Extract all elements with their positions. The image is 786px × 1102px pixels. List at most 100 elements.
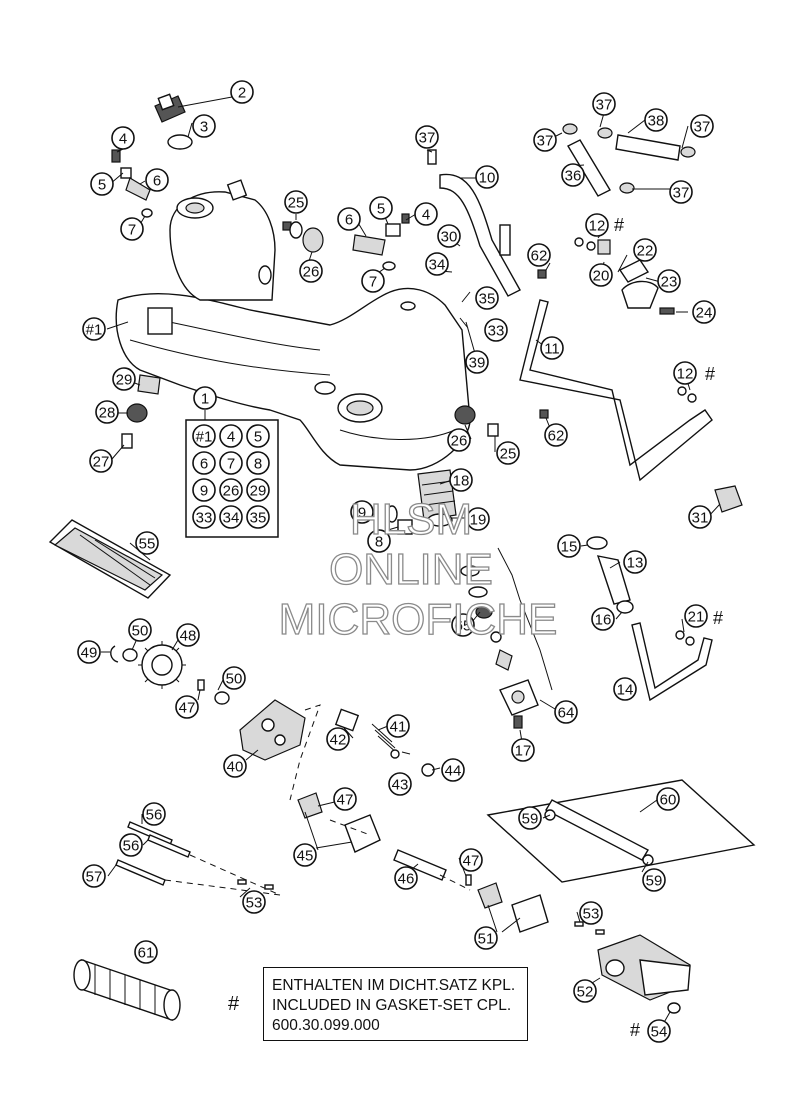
callout-circle bbox=[145, 168, 169, 192]
callout-circle bbox=[246, 451, 270, 475]
callout-25: 25 bbox=[284, 190, 308, 214]
callout-circle bbox=[573, 979, 597, 1003]
callout-5: 5 bbox=[90, 172, 114, 196]
callout-14: 14 bbox=[613, 677, 637, 701]
callout-52: 52 bbox=[573, 979, 597, 1003]
callout-circle bbox=[192, 478, 216, 502]
oil-tank-frame-drawing bbox=[115, 179, 471, 471]
callout-circle bbox=[112, 367, 136, 391]
callout-circle bbox=[82, 317, 106, 341]
callout-31: 31 bbox=[688, 505, 712, 529]
kit-item-4: 4 bbox=[219, 424, 243, 448]
callout-circle bbox=[284, 190, 308, 214]
upper-hoses-drawing bbox=[427, 123, 696, 297]
callout-circle bbox=[111, 126, 135, 150]
callout-number: 7 bbox=[227, 456, 235, 473]
watermark-line-3: MICROFICHE bbox=[279, 595, 558, 644]
callout-56: 56 bbox=[119, 833, 143, 857]
callout-30: 30 bbox=[437, 224, 461, 248]
callout-61: 61 bbox=[134, 940, 158, 964]
callout-25: 25 bbox=[496, 441, 520, 465]
callout-circle bbox=[475, 286, 499, 310]
left-fittings-drawing bbox=[111, 149, 153, 218]
callout-56: 56 bbox=[142, 802, 166, 826]
callout-23: 23 bbox=[657, 269, 681, 293]
callout-number: 23 bbox=[661, 274, 678, 291]
callout-39: 39 bbox=[465, 350, 489, 374]
callout-5: 5 bbox=[369, 196, 393, 220]
callout-number: 4 bbox=[227, 429, 235, 446]
kit-item-34: 34 bbox=[219, 505, 243, 529]
callout-number: 8 bbox=[254, 456, 262, 473]
callout-15: 15 bbox=[557, 534, 581, 558]
callout-4: 4 bbox=[111, 126, 135, 150]
callout-12: 12 bbox=[673, 361, 697, 385]
callout-circle bbox=[673, 361, 697, 385]
callout-number: 37 bbox=[537, 133, 554, 150]
callout-number: 17 bbox=[515, 743, 532, 760]
callout-circle bbox=[579, 901, 603, 925]
callout-number: 9 bbox=[200, 483, 208, 500]
callout-circle bbox=[623, 550, 647, 574]
callout-13: 13 bbox=[623, 550, 647, 574]
callout-18: 18 bbox=[449, 468, 473, 492]
callout-number: 65 bbox=[455, 618, 472, 635]
callout-circle bbox=[175, 695, 199, 719]
callout-21: 21 bbox=[684, 604, 708, 628]
callout-number: 51 bbox=[478, 931, 495, 948]
callout-number: 34 bbox=[429, 257, 446, 274]
callout-number: 24 bbox=[696, 305, 713, 322]
callout-circle bbox=[246, 505, 270, 529]
callout-circle bbox=[142, 802, 166, 826]
callout-number: 38 bbox=[648, 113, 665, 130]
kit-item-6: 6 bbox=[192, 451, 216, 475]
tube-panel-drawing bbox=[486, 779, 756, 883]
callout-circle bbox=[592, 92, 616, 116]
hash-mark-21: # bbox=[713, 608, 723, 628]
callout-circle bbox=[230, 80, 254, 104]
callout-41: 41 bbox=[386, 714, 410, 738]
callout-number: 7 bbox=[128, 222, 136, 239]
gasket-set-legend: ENTHALTEN IM DICHT.SATZ KPL. INCLUDED IN… bbox=[263, 967, 528, 1041]
callout-number: 27 bbox=[93, 454, 110, 471]
callout-number: 61 bbox=[138, 945, 155, 962]
callout-circle bbox=[533, 128, 557, 152]
legend-line-english: INCLUDED IN GASKET-SET CPL. bbox=[272, 997, 512, 1014]
oil-line-drawing bbox=[519, 299, 743, 513]
callout-circle bbox=[394, 866, 418, 890]
callout-number: 6 bbox=[153, 173, 161, 190]
callout-28: 28 bbox=[95, 400, 119, 424]
callout-circle bbox=[684, 604, 708, 628]
callout-57: 57 bbox=[82, 864, 106, 888]
callout-17: 17 bbox=[511, 738, 535, 762]
callout-circle bbox=[388, 772, 412, 796]
callout-circle bbox=[527, 243, 551, 267]
watermark: HLSM ONLINE MICROFICHE bbox=[278, 494, 558, 644]
callout-circle bbox=[437, 224, 461, 248]
callout-number: 7 bbox=[369, 274, 377, 291]
callout-number: 41 bbox=[390, 719, 407, 736]
callout-number: 42 bbox=[330, 732, 347, 749]
kit-item-hash1: #1 bbox=[192, 424, 216, 448]
callout-7: 7 bbox=[361, 269, 385, 293]
callout-number: 31 bbox=[692, 510, 709, 527]
callout-number: 6 bbox=[345, 212, 353, 229]
callout-number: 12 bbox=[589, 218, 606, 235]
callout-circle bbox=[589, 263, 613, 287]
callout-number: 53 bbox=[246, 895, 263, 912]
callout-circle bbox=[134, 940, 158, 964]
callout-number: 47 bbox=[337, 792, 354, 809]
callout-number: #1 bbox=[86, 322, 103, 339]
callout-number: 30 bbox=[441, 229, 458, 246]
callout-number: 34 bbox=[223, 510, 240, 527]
callout-62: 62 bbox=[544, 423, 568, 447]
callout-circle bbox=[415, 125, 439, 149]
strainer-drawing bbox=[386, 469, 457, 535]
callout-37: 37 bbox=[533, 128, 557, 152]
callout-number: 60 bbox=[660, 792, 677, 809]
drive-gear-drawing bbox=[110, 641, 230, 705]
callout-number: 37 bbox=[694, 119, 711, 136]
callout-number: 15 bbox=[561, 539, 578, 556]
callout-number: 37 bbox=[419, 130, 436, 147]
